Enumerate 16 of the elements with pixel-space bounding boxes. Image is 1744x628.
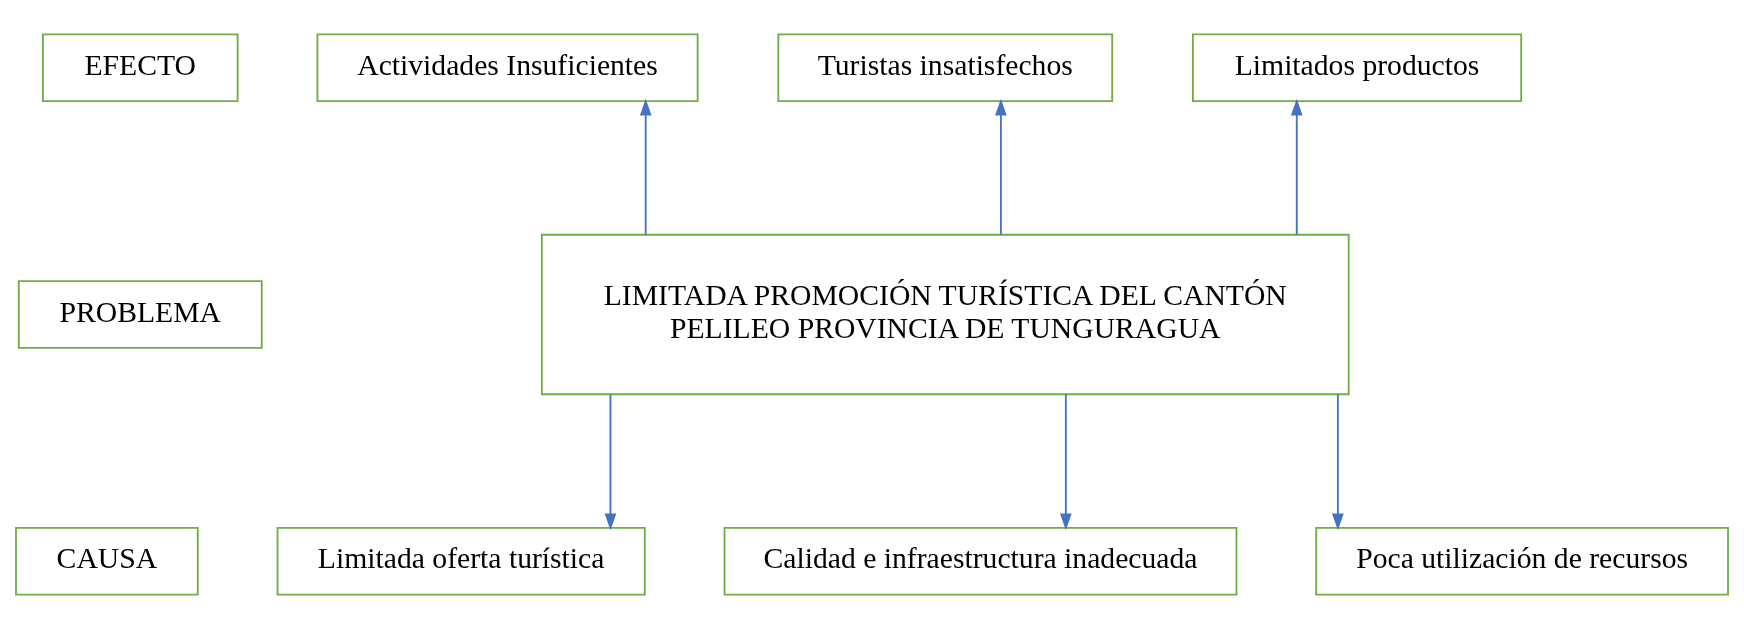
arrow [1332, 393, 1344, 530]
node-box: LIMITADA PROMOCIÓN TURÍSTICA DEL CANTÓN PELILEO PROVINCIA DE TUNGURAGUA [540, 233, 1350, 395]
node-box: Limitada oferta turística [276, 526, 646, 595]
node-box: PROBLEMA [17, 279, 263, 349]
node-box: EFECTO [41, 33, 239, 102]
node-box: CAUSA [15, 526, 199, 595]
arrow [639, 98, 652, 235]
node-box: Limitados productos [1191, 33, 1523, 102]
node-box: Actividades Insuficientes [316, 33, 699, 102]
arrow [1290, 98, 1303, 235]
arrow [995, 98, 1007, 235]
node-box: Turistas insatisfechos [777, 33, 1114, 102]
arrow [1060, 393, 1072, 530]
node-box: Calidad e infraestructura inadecuada [723, 526, 1238, 595]
arrow [604, 393, 617, 530]
node-box: Poca utilización de recursos [1315, 526, 1729, 595]
